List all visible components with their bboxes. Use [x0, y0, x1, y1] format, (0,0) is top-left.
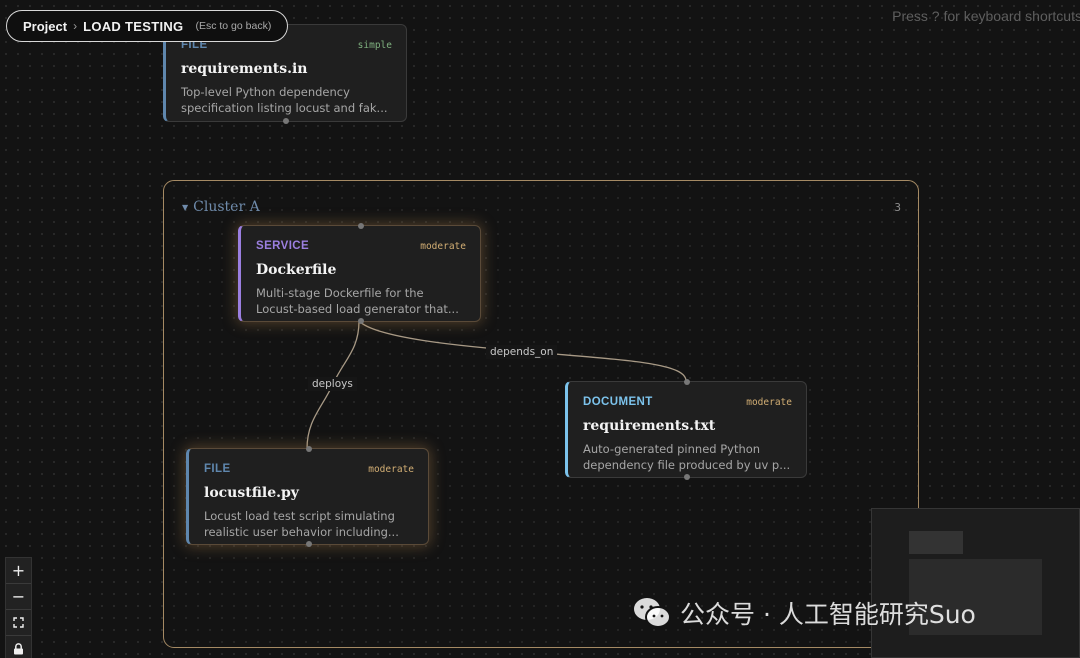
minimap[interactable] [871, 508, 1080, 658]
node-description: Locust load test script simulating reali… [204, 509, 399, 539]
connection-handle[interactable] [305, 541, 312, 547]
breadcrumb-current: LOAD TESTING [83, 18, 184, 34]
cluster-title[interactable]: ▼ Cluster A [182, 199, 260, 215]
fit-view-button[interactable] [6, 610, 31, 636]
edge-label-deploys: deploys [308, 377, 357, 391]
canvas-controls: + − [5, 557, 32, 658]
breadcrumb-separator: › [73, 19, 78, 33]
connection-handle[interactable] [357, 223, 364, 229]
breadcrumb-root[interactable]: Project [23, 18, 68, 34]
complexity-badge: simple [357, 39, 392, 51]
node-description: Multi-stage Dockerfile for the Locust-ba… [256, 286, 459, 316]
watermark: 公众号 · 人工智能研究Suo [632, 595, 976, 631]
cluster-node-count: 3 [894, 201, 901, 214]
cluster-title-label: Cluster A [193, 199, 260, 215]
lock-icon [14, 642, 23, 654]
node-title: requirements.in [181, 61, 308, 77]
node-requirements-txt[interactable]: DOCUMENT moderate requirements.txt Auto-… [565, 379, 807, 480]
complexity-badge: moderate [420, 240, 466, 252]
node-title: Dockerfile [256, 262, 337, 278]
node-kind: FILE [204, 463, 231, 475]
node-dockerfile[interactable]: SERVICE moderate Dockerfile Multi-stage … [238, 223, 481, 324]
zoom-out-button[interactable]: − [6, 584, 31, 610]
minimap-node [909, 531, 963, 554]
edge-label-depends-on: depends_on [486, 345, 558, 359]
minus-icon: − [11, 587, 26, 606]
back-hint: (Esc to go back) [195, 20, 272, 32]
fit-view-icon [13, 617, 24, 628]
connection-handle[interactable] [357, 318, 364, 324]
complexity-badge: moderate [746, 396, 792, 408]
zoom-in-button[interactable]: + [6, 558, 31, 584]
wechat-icon [634, 598, 671, 628]
lock-button[interactable] [6, 636, 31, 658]
connection-handle[interactable] [283, 118, 289, 124]
node-title: locustfile.py [204, 485, 299, 501]
connection-handle[interactable] [684, 474, 690, 480]
node-description: Top-level Python dependency specificatio… [181, 85, 388, 115]
node-kind: DOCUMENT [583, 396, 653, 408]
node-kind: FILE [181, 39, 208, 51]
breadcrumb[interactable]: Project › LOAD TESTING (Esc to go back) [6, 10, 289, 42]
connection-handle[interactable] [305, 446, 312, 452]
plus-icon: + [11, 561, 26, 580]
keyboard-shortcuts-hint: Press ? for keyboard shortcuts [892, 8, 1080, 24]
connection-handle[interactable] [684, 379, 690, 385]
minimap-viewport[interactable] [909, 559, 1042, 635]
node-title: requirements.txt [583, 418, 716, 434]
node-locustfile[interactable]: FILE moderate locustfile.py Locust load … [186, 446, 429, 547]
node-kind: SERVICE [256, 240, 310, 252]
chevron-down-icon[interactable]: ▼ [182, 202, 189, 212]
complexity-badge: moderate [368, 463, 414, 475]
watermark-text: 公众号 · 人工智能研究Suo [680, 600, 976, 629]
node-description: Auto-generated pinned Python dependency … [583, 442, 791, 472]
